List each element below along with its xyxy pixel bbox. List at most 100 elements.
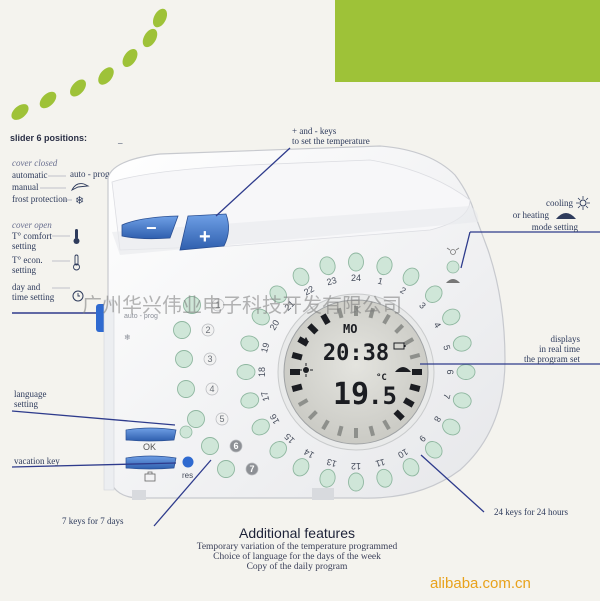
hour-key-number: 19	[259, 342, 271, 354]
leaf	[122, 49, 138, 67]
snowflake-icon: ❄	[75, 195, 84, 207]
hour-key-2[interactable]: 2	[398, 265, 422, 296]
lcd-segment	[320, 313, 331, 326]
lcd-time: 20:38	[323, 341, 389, 366]
slider-track	[103, 299, 115, 491]
hour-key-0[interactable]: 24	[348, 252, 364, 283]
svg-text:❄: ❄	[124, 333, 131, 342]
leaf	[70, 79, 86, 97]
hand-icon	[70, 183, 90, 192]
lcd-segment	[394, 323, 405, 334]
hour-key-number: 23	[326, 275, 338, 287]
mode-icons	[446, 247, 460, 283]
hour-key-number: 22	[302, 284, 316, 298]
day-key-5[interactable]: 5	[187, 410, 229, 428]
feature-line-3: Copy of the daily program	[247, 561, 348, 572]
cooling-sun-icon	[576, 196, 590, 210]
manual-label: manual	[12, 182, 39, 192]
leaf	[39, 91, 57, 109]
hour-key-number: 14	[302, 447, 316, 461]
site-watermark: alibaba.com.cn	[430, 575, 531, 592]
lcd-segment	[403, 337, 415, 346]
hour-key-23[interactable]: 23	[318, 255, 338, 287]
day-key-1[interactable]: 1	[183, 296, 225, 314]
frost-protection-label: frost protection	[12, 194, 68, 204]
day-key-3[interactable]: 3	[175, 350, 217, 368]
hour-key-number: 5	[441, 344, 452, 351]
hour-key-number: 20	[268, 318, 282, 332]
lcd-segment	[368, 425, 376, 437]
auto-prog-label: auto - prog	[70, 169, 110, 179]
day-key-number: 1	[215, 300, 220, 310]
day-key-4[interactable]: 4	[177, 380, 219, 398]
hour-key-11[interactable]: 11	[375, 457, 395, 489]
day-key-2[interactable]: 2	[173, 321, 215, 339]
hour-key-number: 4	[432, 320, 443, 329]
thermometer-low-icon	[73, 254, 80, 271]
lcd-heating-icon	[395, 367, 411, 372]
leaf	[152, 8, 168, 28]
vacation-button[interactable]	[125, 455, 177, 482]
hour-key-10[interactable]: 10	[396, 447, 422, 479]
day-key-7[interactable]: 7	[217, 460, 259, 478]
plus-button[interactable]: +	[179, 213, 229, 251]
hour-key-22[interactable]: 22	[290, 265, 316, 297]
slider-title: slider 6 positions:	[10, 133, 87, 143]
svg-text:auto - prog: auto - prog	[124, 313, 158, 320]
hour-key-number: 16	[268, 412, 282, 426]
hour-key-8[interactable]: 8	[432, 414, 463, 438]
lcd-segment	[336, 425, 344, 437]
seven-keys-callout: 7 keys for 7 days	[62, 516, 124, 526]
hour-key-9[interactable]: 9	[417, 433, 445, 461]
hour-key-number: 9	[417, 433, 428, 444]
hour-key-7[interactable]: 7	[441, 391, 473, 410]
minus-button[interactable]: −	[121, 215, 179, 240]
hour-key-number: 8	[432, 414, 443, 423]
hour-key-number: 6	[445, 369, 455, 374]
day-key-6[interactable]: 6	[201, 437, 243, 455]
lcd-segment	[297, 398, 309, 407]
hour-key-12[interactable]: 12	[348, 461, 364, 492]
lcd-temp-int: 19	[333, 377, 369, 412]
hour-key-3[interactable]: 3	[417, 283, 445, 311]
hour-key-19[interactable]: 19	[239, 334, 271, 354]
hour-key-14[interactable]: 14	[290, 447, 316, 479]
mode-setting-label: mode setting	[532, 222, 579, 232]
hour-key-21[interactable]: 21	[267, 283, 297, 313]
day-key-number: 6	[233, 441, 238, 451]
language-button[interactable]	[179, 425, 193, 439]
hour-key-17[interactable]: 17	[239, 390, 271, 410]
hour-key-1[interactable]: 1	[375, 255, 394, 287]
hour-key-18[interactable]: 18	[236, 364, 267, 380]
hour-key-number: 1	[377, 276, 384, 287]
hour-key-16[interactable]: 16	[249, 412, 281, 438]
slider-dash: –	[117, 138, 123, 148]
hour-key-number: 2	[398, 285, 407, 296]
hour-key-number: 11	[375, 457, 387, 469]
hour-key-4[interactable]: 4	[432, 306, 463, 330]
hour-key-number: 12	[351, 461, 361, 471]
hour-key-number: 18	[257, 367, 267, 377]
hour-key-number: 13	[326, 457, 338, 469]
lcd-unit: °C	[376, 373, 387, 383]
hour-key-13[interactable]: 13	[318, 457, 338, 489]
hour-key-20[interactable]: 20	[249, 306, 281, 332]
day-keys: 1 2 3 4 5 6 7	[173, 296, 259, 478]
automatic-label: automatic	[12, 170, 48, 180]
hour-key-5[interactable]: 5	[441, 334, 473, 353]
minus-label: −	[146, 218, 157, 238]
res-button[interactable]: res	[182, 456, 194, 481]
ok-button[interactable]: OK	[125, 427, 177, 452]
res-label: res	[182, 471, 193, 480]
hour-key-number: 24	[351, 273, 361, 283]
cooling-label: cooling	[546, 198, 573, 208]
callout-lines	[11, 147, 600, 527]
cover-closed-label: cover closed	[12, 158, 58, 168]
green-banner	[335, 0, 600, 82]
feature-line-2: Choice of language for the days of the w…	[213, 551, 381, 562]
